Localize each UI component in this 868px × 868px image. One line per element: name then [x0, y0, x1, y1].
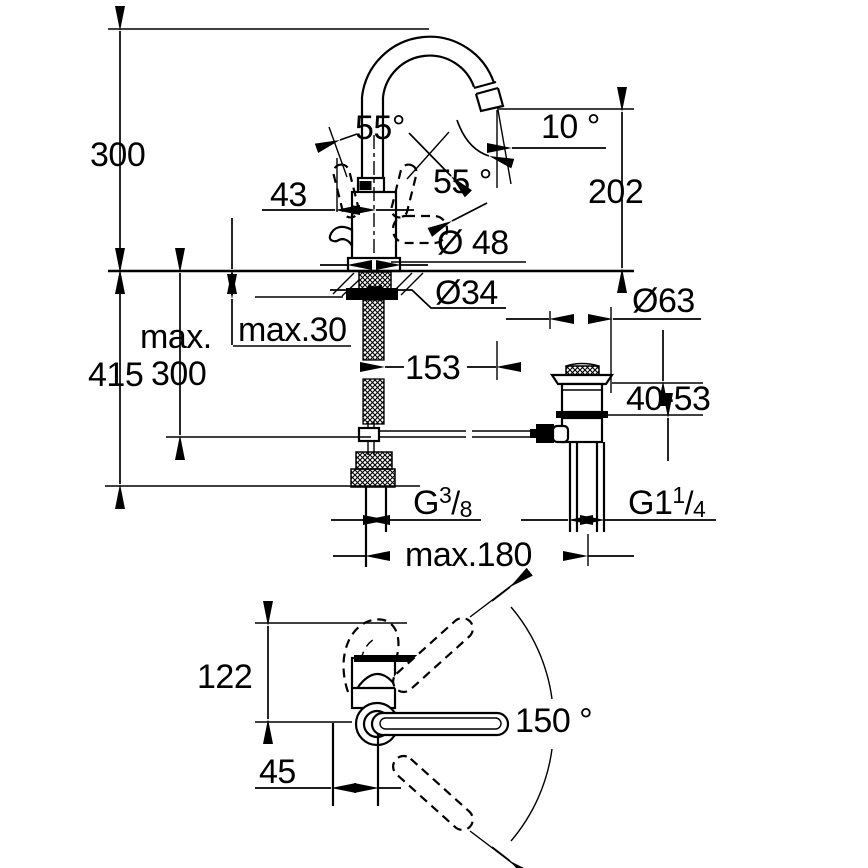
label-max-180: max.180	[405, 536, 532, 574]
label-max-prefix: max.	[140, 318, 212, 356]
label-supply-thread: G3/8	[413, 482, 472, 522]
label-45: 45	[259, 753, 296, 791]
label-40-53: 40-53	[626, 380, 711, 418]
label-d48: Ø 48	[437, 224, 509, 262]
label-153: 153	[405, 349, 461, 387]
dim-153	[360, 341, 521, 380]
dim-55-left	[314, 126, 358, 178]
front-view-faucet	[108, 35, 634, 567]
label-150-degrees: 150 °	[515, 702, 593, 740]
dim-55-right	[406, 131, 473, 198]
label-55-right: 55 °	[433, 163, 492, 201]
rod-clamp-stub	[530, 429, 536, 438]
dim-d63	[506, 307, 701, 393]
faucet-body	[328, 135, 398, 270]
label-d34: Ø34	[435, 274, 498, 312]
lever-solid	[370, 711, 510, 737]
label-300-below: 300	[151, 355, 207, 393]
dim-10	[456, 119, 606, 169]
label-10-degrees: 10 °	[541, 108, 600, 146]
label-300-height: 300	[90, 136, 146, 174]
top-view	[255, 567, 553, 868]
faucet-base	[346, 256, 402, 273]
dim-max-30	[227, 218, 351, 347]
label-max-415: 415	[88, 356, 144, 394]
label-max-30: max.30	[238, 311, 347, 349]
label-55-left: 55°	[355, 109, 405, 147]
label-d63: Ø63	[632, 282, 695, 320]
waste-tailpipe	[568, 442, 606, 532]
label-waste-thread: G11/4	[628, 482, 706, 522]
label-43: 43	[270, 176, 307, 214]
dim-122	[255, 601, 407, 744]
label-202: 202	[588, 173, 644, 211]
dimension-lines-front	[105, 5, 716, 561]
lever-swing	[392, 567, 553, 868]
label-122: 122	[197, 658, 253, 696]
dim-d34	[330, 285, 506, 309]
rod-clamp	[536, 424, 554, 443]
pop-up-rod	[357, 421, 540, 455]
shank-and-hoses	[346, 271, 398, 425]
handle-positions-dashed	[332, 163, 449, 245]
lever-top-bar	[354, 655, 417, 662]
water-stream	[496, 109, 512, 188]
dim-d48	[320, 202, 526, 270]
dim-40-53	[607, 330, 703, 461]
side-lever	[328, 225, 354, 247]
waste-assembly	[530, 362, 615, 566]
spout	[360, 35, 505, 178]
supply-fittings	[350, 451, 396, 567]
dim-43	[262, 158, 414, 215]
dim-202	[497, 87, 634, 293]
